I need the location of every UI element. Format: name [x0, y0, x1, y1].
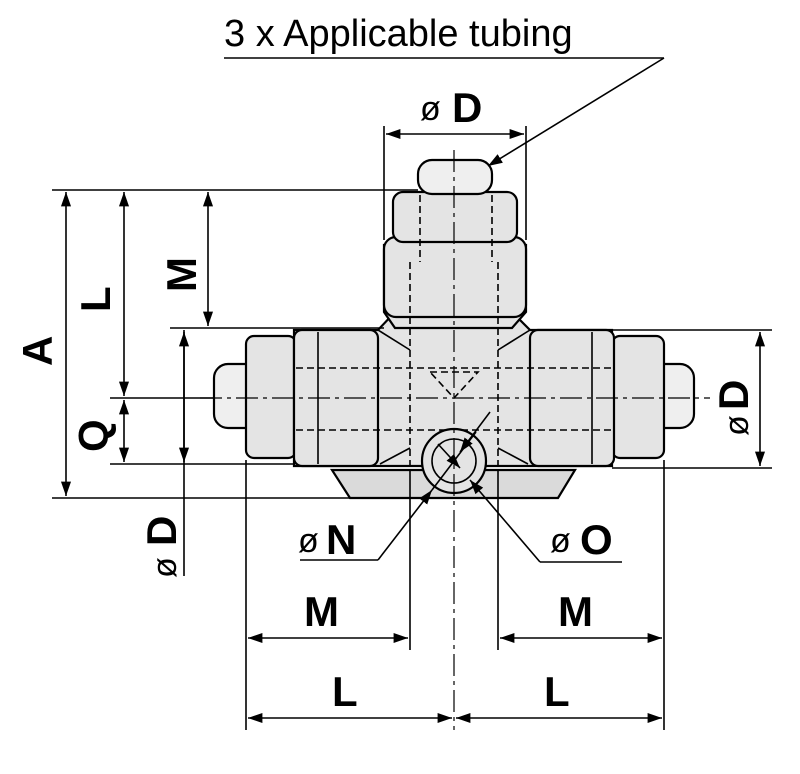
dim-left-vertical: A L M Q ø D [14, 189, 418, 578]
label-M-left: M [304, 588, 339, 635]
label-L-vertical: L [72, 286, 119, 312]
label-A: A [14, 336, 61, 366]
dim-right-diameter: ø D [612, 329, 772, 469]
label-Q: Q [70, 419, 117, 452]
dim-bottom-horizontal: M M L L [245, 460, 665, 730]
dim-hole-diameters: ø N ø O [298, 411, 622, 563]
svg-text:ø: ø [550, 522, 571, 560]
label-L-left: L [332, 668, 358, 715]
tubing-callout: 3 x Applicable tubing [224, 13, 665, 167]
svg-text:ø: ø [420, 90, 441, 128]
top-tube [416, 158, 494, 196]
label-D-top: D [452, 84, 482, 131]
label-N: N [326, 516, 356, 563]
svg-text:ø: ø [718, 415, 756, 436]
label-D-left: D [138, 516, 185, 546]
label-O: O [580, 516, 613, 563]
callout-text: 3 x Applicable tubing [224, 13, 573, 55]
svg-text:ø: ø [146, 557, 184, 578]
dim-top-diameter: ø D [383, 84, 527, 240]
label-M-vertical: M [158, 257, 205, 292]
label-L-right: L [544, 668, 570, 715]
label-D-right: D [710, 380, 757, 410]
label-M-right: M [558, 588, 593, 635]
svg-text:ø: ø [298, 522, 319, 560]
